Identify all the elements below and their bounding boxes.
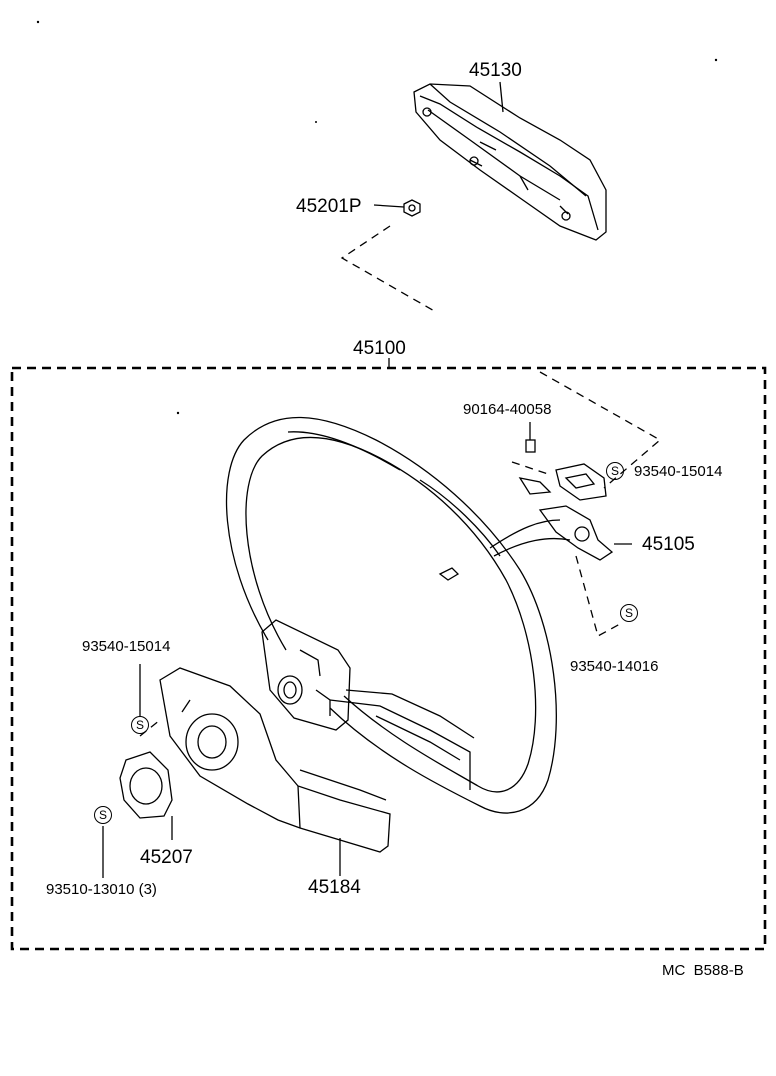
label-93540-14016: 93540-14016 bbox=[570, 658, 659, 675]
label-93540-15014-right: 93540-15014 bbox=[634, 463, 723, 480]
horn-contact-drawing bbox=[511, 371, 662, 637]
assembly-frame bbox=[10, 358, 767, 951]
cover-plate-drawing bbox=[119, 751, 173, 840]
speck-mark bbox=[315, 121, 317, 123]
label-90164-40058: 90164-40058 bbox=[463, 401, 552, 418]
speck-mark bbox=[36, 20, 40, 24]
speck-mark bbox=[176, 411, 180, 415]
steering-cover-drawing bbox=[159, 667, 391, 876]
screw-symbol: S bbox=[131, 716, 149, 734]
label-93510-13010: 93510-13010 (3) bbox=[46, 881, 157, 898]
steering-wheel-drawing bbox=[225, 416, 571, 814]
horn-pad-drawing bbox=[413, 81, 607, 241]
label-45207: 45207 bbox=[140, 847, 193, 868]
label-45184: 45184 bbox=[308, 877, 361, 898]
screw-symbol: S bbox=[620, 604, 638, 622]
label-45100: 45100 bbox=[353, 338, 406, 359]
label-45105: 45105 bbox=[642, 534, 695, 555]
label-93540-15014-left: 93540-15014 bbox=[82, 638, 171, 655]
label-45201p: 45201P bbox=[296, 196, 362, 217]
label-45130: 45130 bbox=[469, 60, 522, 81]
drawing-code: MC B588-B bbox=[662, 962, 744, 979]
screw-symbol: S bbox=[94, 806, 112, 824]
speck-mark bbox=[714, 58, 718, 62]
screw-symbol: S bbox=[606, 462, 624, 480]
nut-drawing bbox=[340, 199, 437, 313]
